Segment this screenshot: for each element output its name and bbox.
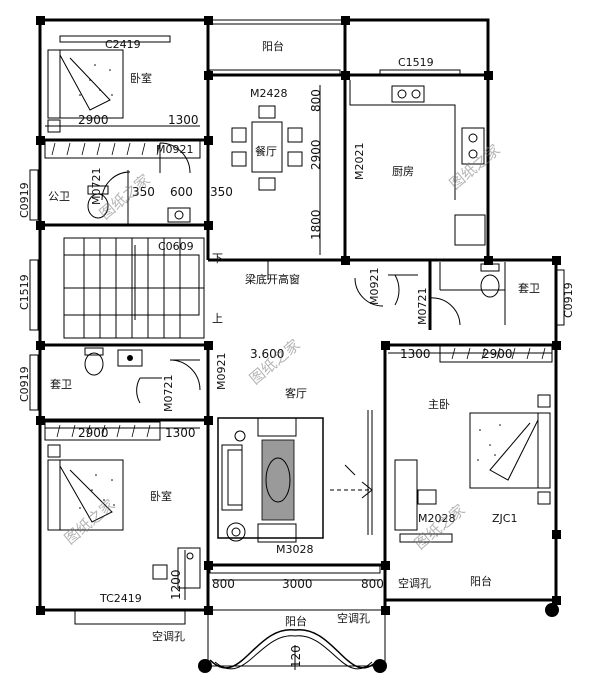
label-stair-down: 下 <box>212 252 223 265</box>
code-c1519-left: C1519 <box>18 274 31 310</box>
label-public-wc: 公卫 <box>48 190 70 203</box>
watermark-3: 图纸之家 <box>246 336 304 388</box>
dim-800-v: 800 <box>309 89 323 112</box>
code-m0921-a: M0921 <box>156 143 194 156</box>
bed-southwest <box>47 444 124 531</box>
label-ac-hole-1: 空调孔 <box>398 576 431 590</box>
code-c0919-c: C0919 <box>18 366 31 402</box>
label-bedroom-nw: 卧室 <box>130 71 152 85</box>
balcony-north-rail <box>207 19 346 76</box>
label-stair-up: 上 <box>212 312 223 325</box>
elevation-mark: 3.600 <box>250 347 284 361</box>
code-m2028: M2028 <box>418 512 456 525</box>
code-m0721-c: M0721 <box>162 375 175 413</box>
code-m3028: M3028 <box>276 543 314 556</box>
bed-master <box>469 394 551 505</box>
label-kitchen: 厨房 <box>392 165 414 178</box>
code-c0609: C0609 <box>158 240 194 253</box>
dim-3000: 3000 <box>282 577 313 591</box>
code-m0921-c: M0921 <box>215 353 228 391</box>
code-m2021: M2021 <box>353 143 366 181</box>
sofa-set <box>217 417 324 543</box>
code-m0721-b: M0721 <box>416 288 429 326</box>
code-zjc1: ZJC1 <box>492 512 517 525</box>
ensuite-east-fixtures <box>439 262 506 325</box>
dining-table <box>231 105 303 191</box>
dim-350-a: 350 <box>132 185 155 199</box>
dim-800-b: 800 <box>361 577 384 591</box>
dim-2900-b: 2900 <box>482 347 513 361</box>
code-c0919-a: C0919 <box>18 182 31 218</box>
kitchen-counter <box>349 80 486 246</box>
label-balcony-north: 阳台 <box>262 39 284 53</box>
entrance-balcony <box>207 545 557 670</box>
dim-350-b: 350 <box>210 185 233 199</box>
doors <box>101 142 461 404</box>
dim-600: 600 <box>170 185 193 199</box>
watermark-4: 图纸之家 <box>61 496 119 548</box>
label-ac-hole-3: 空调孔 <box>152 629 185 643</box>
dim-1300-c: 1300 <box>165 426 196 440</box>
wardrobe-southwest <box>44 421 161 441</box>
label-bedroom-sw: 卧室 <box>150 489 172 503</box>
stairs <box>63 237 205 339</box>
dim-2900-v: 2900 <box>309 139 323 170</box>
dim-1200: 1200 <box>169 569 183 600</box>
label-living: 客厅 <box>285 386 307 400</box>
ensuite-west-fixtures <box>84 347 143 376</box>
dimension-lines <box>45 85 552 670</box>
dim-2900-c: 2900 <box>78 426 109 440</box>
code-c2419: C2419 <box>105 38 141 51</box>
windows <box>29 35 565 625</box>
label-master: 主卧 <box>428 398 450 411</box>
label-ac-hole-2: 空调孔 <box>337 611 370 625</box>
code-c0919-b: C0919 <box>562 282 575 318</box>
label-ensuite-west: 套卫 <box>50 378 72 391</box>
label-beam-window: 梁底开高窗 <box>245 272 300 286</box>
master-furniture <box>367 410 453 543</box>
entry-arrow <box>330 464 373 499</box>
code-m2428: M2428 <box>250 87 288 100</box>
dim-1300-a: 1300 <box>168 113 199 127</box>
watermark-5: 图纸之家 <box>411 501 469 553</box>
public-wc-fixtures <box>87 170 191 225</box>
dim-1800-v: 1800 <box>309 209 323 240</box>
dim-120: 120 <box>289 645 303 668</box>
code-tc2419: TC2419 <box>99 592 142 605</box>
code-c1519-top: C1519 <box>398 56 434 69</box>
dim-1300-b: 1300 <box>400 347 431 361</box>
label-ensuite-east: 套卫 <box>518 282 540 295</box>
sw-bedroom-furniture <box>152 547 201 589</box>
code-m0921-b: M0921 <box>368 268 381 306</box>
dim-800-a: 800 <box>212 577 235 591</box>
code-m0721-a: M0721 <box>90 168 103 206</box>
label-balcony-se: 阳台 <box>470 574 492 588</box>
dim-2900-a: 2900 <box>78 113 109 127</box>
label-dining: 餐厅 <box>255 144 277 158</box>
label-balcony-south: 阳台 <box>285 614 307 628</box>
